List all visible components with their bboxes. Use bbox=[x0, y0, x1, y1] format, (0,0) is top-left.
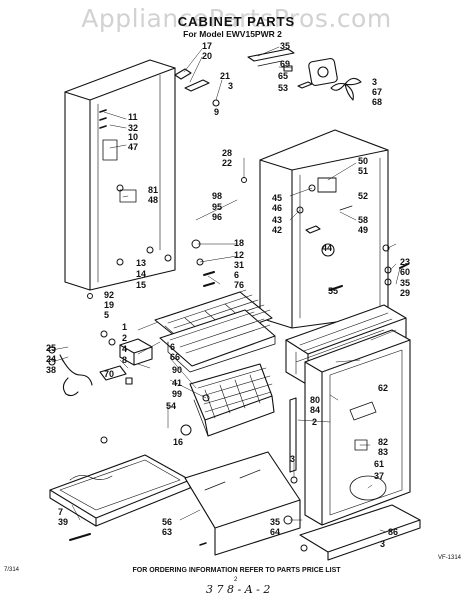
callout-label: 76 bbox=[234, 280, 245, 290]
callout-label: 64 bbox=[270, 527, 281, 537]
callout-label: 18 bbox=[234, 238, 245, 248]
handwritten-note: 3 7 8 - A - 2 bbox=[206, 583, 271, 596]
callout-label: 17 bbox=[202, 41, 213, 51]
fan-motor-assembly bbox=[308, 58, 362, 101]
callout-label: 42 bbox=[272, 225, 283, 235]
callout-label: 44 bbox=[322, 243, 333, 253]
callout-label: 60 bbox=[400, 267, 411, 277]
callout-label: 70 bbox=[104, 369, 115, 379]
ordering-note: FOR ORDERING INFORMATION REFER TO PARTS … bbox=[132, 567, 341, 574]
callout-label: 10 bbox=[128, 132, 139, 142]
callout-label: 8 bbox=[122, 355, 128, 365]
callout-label: 24 bbox=[46, 354, 57, 364]
callout-label: 1 bbox=[122, 322, 128, 332]
callout-label: 49 bbox=[358, 225, 369, 235]
drain-assembly bbox=[48, 338, 153, 397]
callout-label: 9 bbox=[214, 107, 220, 117]
callout-label: 54 bbox=[166, 401, 177, 411]
callout-label: 32 bbox=[128, 123, 139, 133]
callout-label: 41 bbox=[172, 378, 183, 388]
callout-label: 11 bbox=[128, 112, 138, 122]
callout-label: 25 bbox=[46, 343, 57, 353]
callout-label: 47 bbox=[128, 142, 139, 152]
callout-label: 5 bbox=[104, 310, 110, 320]
callout-label: 39 bbox=[58, 517, 69, 527]
callout-label: 81 bbox=[148, 185, 159, 195]
callout-label: 96 bbox=[212, 212, 223, 222]
callout-label: 37 bbox=[374, 471, 385, 481]
kick-plate bbox=[184, 451, 301, 556]
callout-label: 67 bbox=[372, 87, 383, 97]
callout-label: 3 bbox=[228, 81, 234, 91]
callout-label: 29 bbox=[400, 288, 411, 298]
callout-label: 58 bbox=[358, 215, 369, 225]
callout-label: 7 bbox=[58, 507, 64, 517]
callout-label: 66 bbox=[170, 352, 181, 362]
callout-label: 99 bbox=[172, 389, 183, 399]
callout-label: 63 bbox=[162, 527, 173, 537]
callout-label: 6 bbox=[170, 342, 176, 352]
callout-label: 98 bbox=[212, 191, 223, 201]
callout-label: 46 bbox=[272, 203, 283, 213]
callout-label: 23 bbox=[400, 257, 411, 267]
callout-label: 14 bbox=[136, 269, 147, 279]
callout-label: 35 bbox=[400, 278, 411, 288]
page-number: 2 bbox=[234, 577, 238, 583]
callout-label: 80 bbox=[310, 395, 321, 405]
wire-basket bbox=[189, 363, 275, 437]
callout-label: 3 bbox=[380, 539, 386, 549]
callout-label: 84 bbox=[310, 405, 321, 415]
callout-label: 82 bbox=[378, 437, 389, 447]
callout-label: 83 bbox=[378, 447, 389, 457]
door-assembly bbox=[289, 329, 421, 561]
callout-label: 35 bbox=[280, 41, 291, 51]
callout-label: 55 bbox=[328, 286, 339, 296]
callout-label: 28 bbox=[222, 148, 233, 158]
page-title: CABINET PARTS bbox=[177, 14, 296, 29]
callout-label: 20 bbox=[202, 51, 213, 61]
callout-label: 21 bbox=[220, 71, 231, 81]
callout-label: 19 bbox=[104, 300, 115, 310]
callout-label: 35 bbox=[270, 517, 281, 527]
watermark: AppliancePartsPros.com bbox=[81, 4, 392, 33]
callout-label: 53 bbox=[278, 83, 289, 93]
callout-label: 4 bbox=[122, 344, 128, 354]
callout-label: 50 bbox=[358, 156, 369, 166]
callout-label: 95 bbox=[212, 202, 223, 212]
callout-label: 38 bbox=[46, 365, 57, 375]
side-panel bbox=[64, 59, 176, 291]
callout-label: 2 bbox=[122, 333, 128, 343]
callout-label: 65 bbox=[278, 71, 289, 81]
callout-label: 16 bbox=[173, 437, 184, 447]
callout-label: 52 bbox=[358, 191, 369, 201]
callout-label: 22 bbox=[222, 158, 233, 168]
callout-label: 61 bbox=[374, 459, 385, 469]
callout-label: 86 bbox=[388, 527, 399, 537]
callout-label: 43 bbox=[272, 215, 283, 225]
callout-label: 68 bbox=[372, 97, 383, 107]
callout-label: 2 bbox=[312, 417, 318, 427]
callout-label: 12 bbox=[234, 250, 245, 260]
callout-label: 69 bbox=[280, 59, 291, 69]
callout-label: 62 bbox=[378, 383, 389, 393]
callout-label: 48 bbox=[148, 195, 159, 205]
callout-label: 45 bbox=[272, 193, 283, 203]
callout-label: 92 bbox=[104, 290, 115, 300]
callout-label: 15 bbox=[136, 280, 147, 290]
figure-code-right: VF-1314 bbox=[438, 555, 462, 561]
callout-label: 90 bbox=[172, 365, 183, 375]
wire-shelf-assembly bbox=[154, 289, 276, 373]
model-subtitle: For Model EWV15PWR 2 bbox=[183, 29, 282, 39]
callout-label: 3 bbox=[372, 77, 378, 87]
callout-label: 13 bbox=[136, 258, 147, 268]
callout-label: 6 bbox=[234, 270, 240, 280]
callout-label: 56 bbox=[162, 517, 173, 527]
leader-lines bbox=[51, 46, 401, 533]
figure-code-left: 7/314 bbox=[4, 567, 20, 573]
callout-label: 51 bbox=[358, 166, 369, 176]
callout-label: 31 bbox=[234, 260, 245, 270]
callout-label: 3 bbox=[290, 454, 296, 464]
